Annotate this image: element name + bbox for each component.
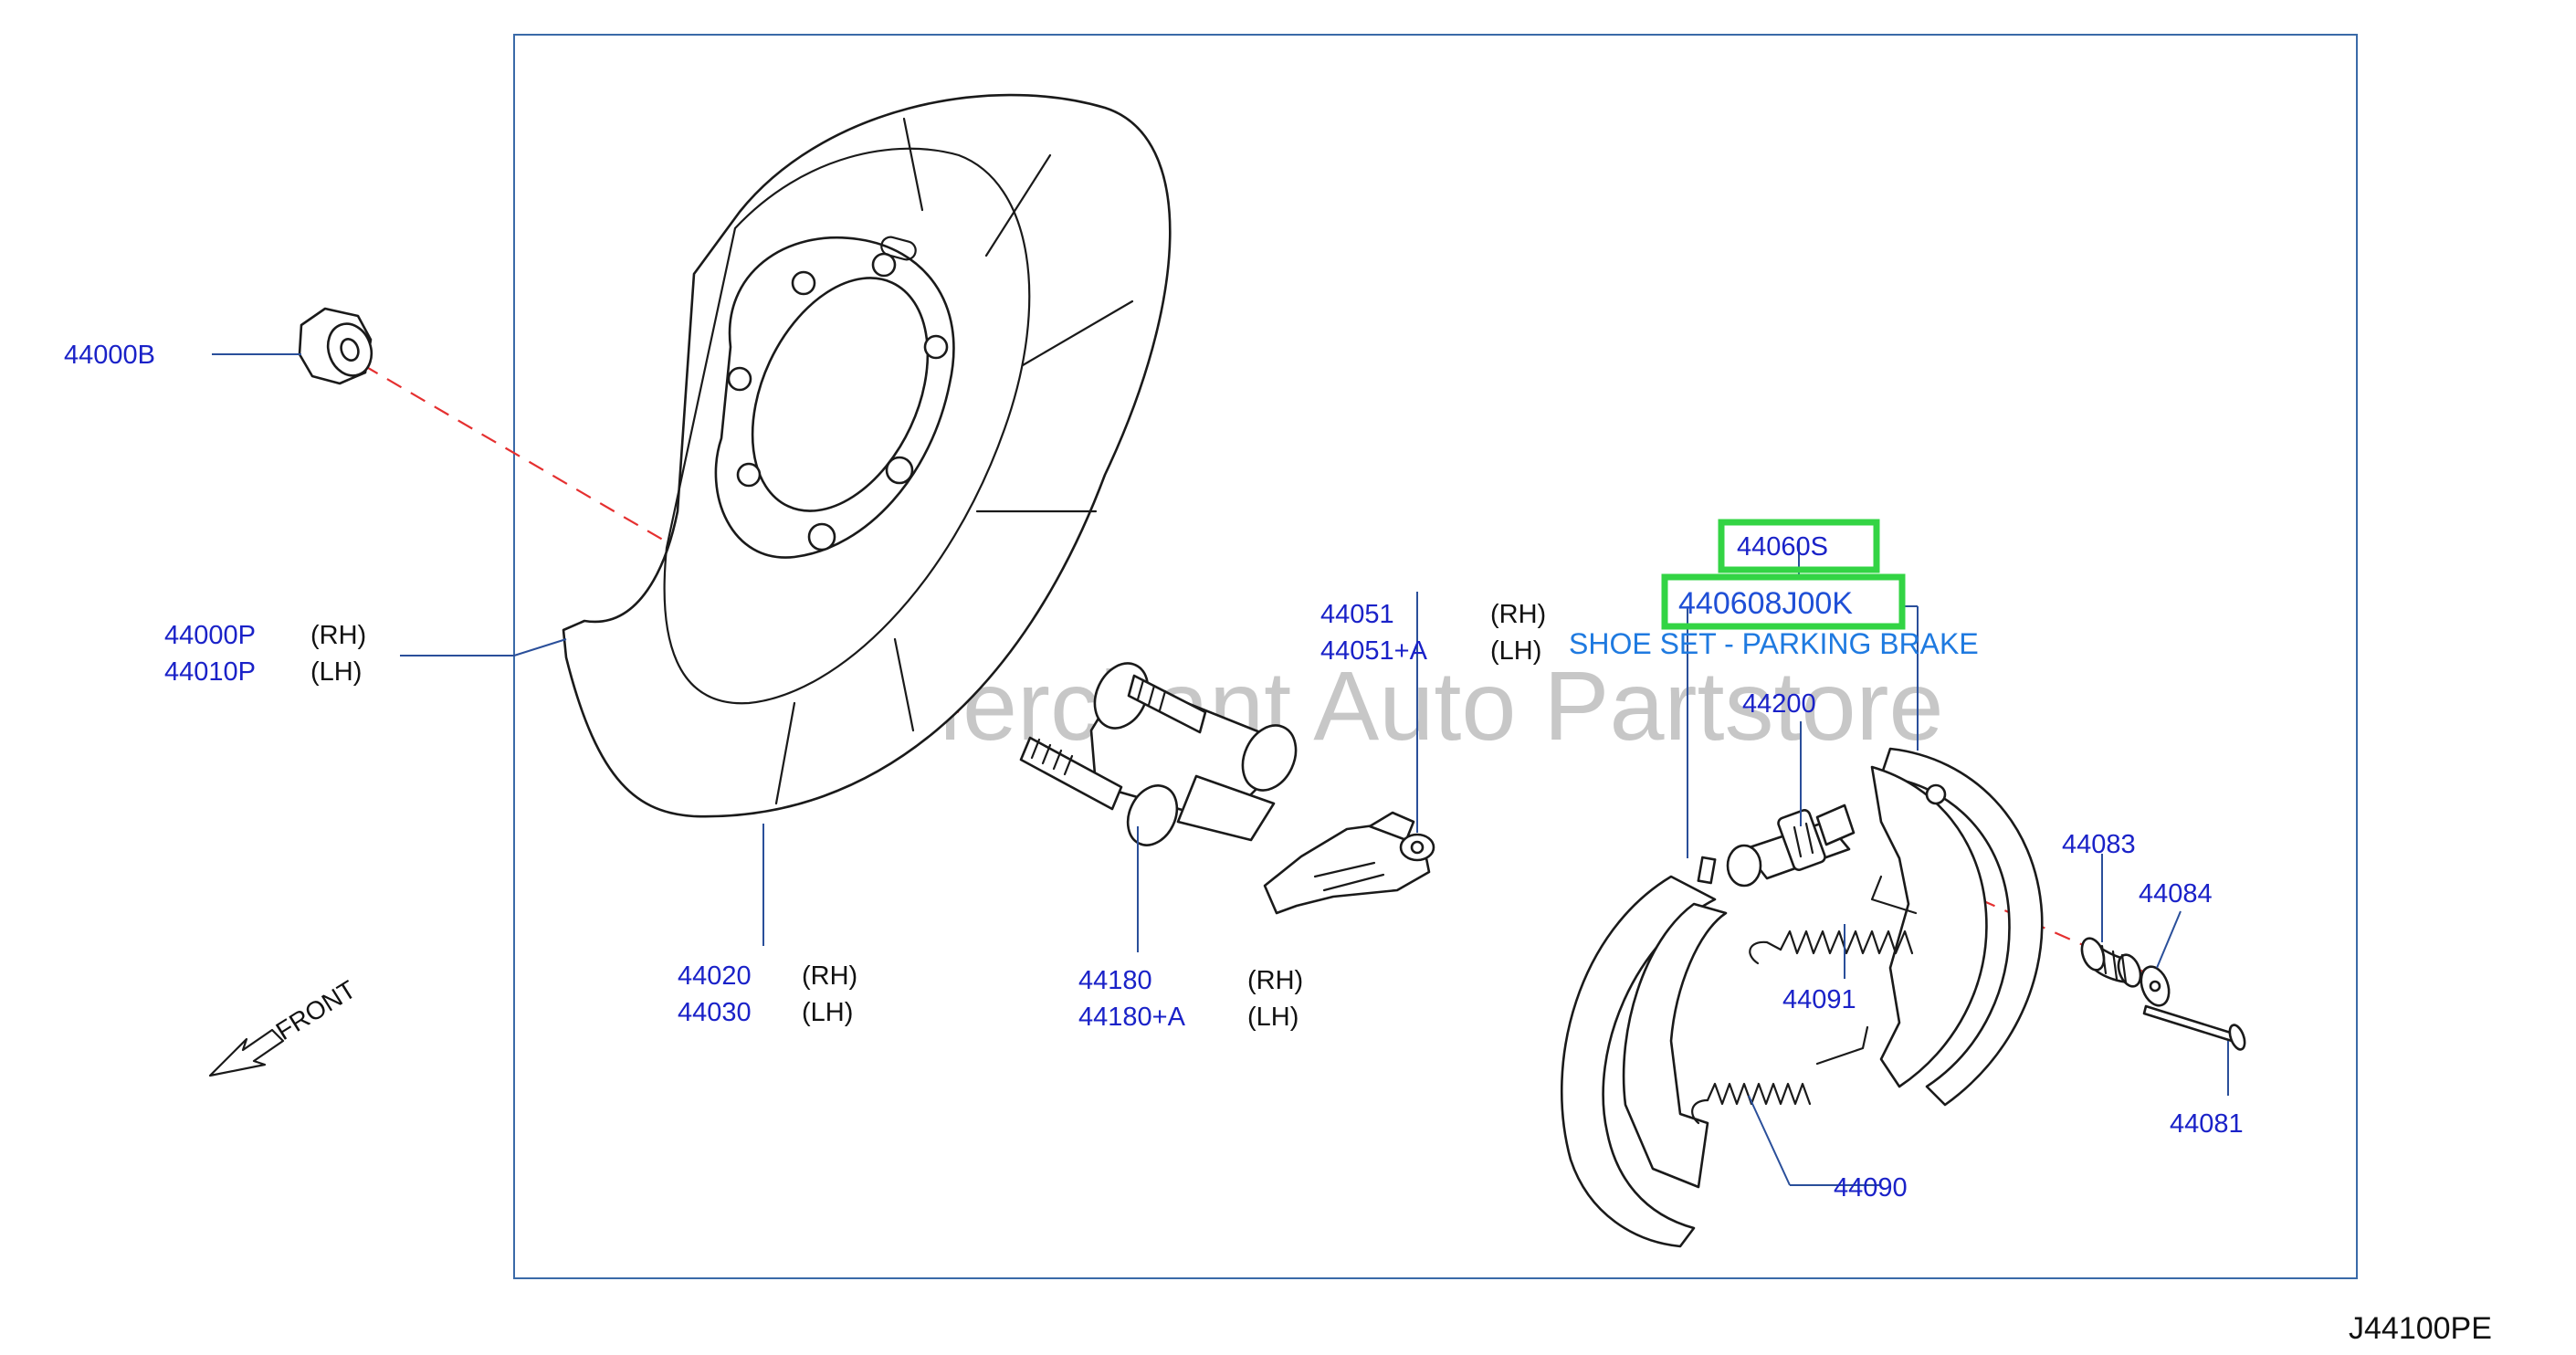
side-44180a: (LH) [1247, 1003, 1299, 1032]
label-44000p[interactable]: 44000P [164, 621, 256, 650]
label-group-code[interactable]: 44060S [1737, 532, 1828, 562]
spring-44091[interactable] [1749, 875, 1918, 965]
assembly-axis-hub [363, 364, 960, 713]
backing-plate-44000p[interactable] [562, 93, 1172, 818]
label-44051a[interactable]: 44051+A [1320, 636, 1428, 666]
nut-44000b[interactable] [298, 307, 379, 385]
label-44083[interactable]: 44083 [2062, 830, 2136, 859]
label-44081[interactable]: 44081 [2170, 1109, 2244, 1139]
spring-44090[interactable] [1691, 1025, 1869, 1125]
brake-shoe-right[interactable] [1870, 747, 2044, 1107]
highlight-part-number [1661, 573, 1906, 630]
brake-shoe-left[interactable] [1561, 856, 1728, 1248]
front-label: FRONT [271, 975, 361, 1045]
diagram-code: J44100PE [2349, 1311, 2492, 1346]
side-44180: (RH) [1247, 966, 1303, 995]
label-44180[interactable]: 44180 [1078, 966, 1152, 995]
leader-lines [212, 353, 2229, 1186]
label-44084[interactable]: 44084 [2139, 879, 2213, 909]
label-44091[interactable]: 44091 [1782, 985, 1856, 1014]
label-44010p[interactable]: 44010P [164, 657, 256, 687]
pin-44081[interactable] [2142, 1004, 2247, 1052]
spring-44083[interactable] [2078, 935, 2145, 989]
front-direction-arrow: FRONT [208, 975, 361, 1077]
side-44051: (RH) [1490, 600, 1546, 629]
cup-44084[interactable] [2136, 963, 2173, 1010]
adjuster-44200[interactable] [1726, 804, 1856, 888]
side-44000p: (RH) [310, 621, 366, 650]
label-44051[interactable]: 44051 [1320, 600, 1394, 629]
label-44090[interactable]: 44090 [1834, 1173, 1908, 1203]
selected-part-description: SHOE SET - PARKING BRAKE [1569, 627, 1979, 660]
lever-44051[interactable] [1263, 811, 1435, 915]
cylinder-44180[interactable] [1019, 655, 1306, 853]
label-44020[interactable]: 44020 [678, 961, 752, 991]
label-44030[interactable]: 44030 [678, 998, 752, 1027]
side-44051a: (LH) [1490, 636, 1541, 666]
side-44030: (LH) [802, 998, 853, 1027]
label-selected-part-number[interactable]: 440608J00K [1678, 586, 1853, 621]
label-44200[interactable]: 44200 [1742, 689, 1816, 719]
side-44010p: (LH) [310, 657, 362, 687]
highlight-group-code [1718, 519, 1880, 573]
side-44020: (RH) [802, 961, 857, 991]
label-44180a[interactable]: 44180+A [1078, 1003, 1186, 1032]
label-44000b[interactable]: 44000B [64, 341, 155, 370]
